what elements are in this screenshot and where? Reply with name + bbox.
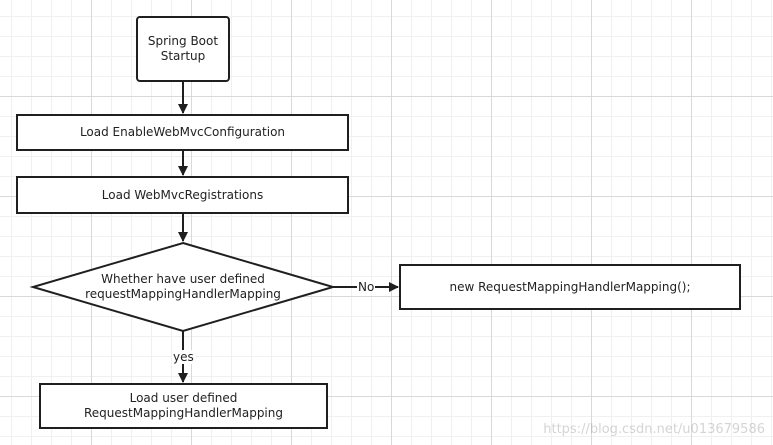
process-new-requestmappinghandlermapping: new RequestMappingHandlerMapping(); [399, 264, 741, 310]
process-label-line2: RequestMappingHandlerMapping [84, 406, 283, 420]
process-label-line1: Load user defined [129, 391, 238, 405]
decision-line1: Whether have user defined [101, 272, 265, 286]
start-node-line2: Startup [160, 49, 206, 63]
start-node-line1: Spring Boot [147, 34, 219, 48]
edge-label-yes: yes [172, 350, 195, 364]
edge-label-no: No [357, 280, 376, 294]
process-load-user-defined-mapping: Load user defined RequestMappingHandlerM… [39, 383, 328, 429]
watermark-url: https://blog.csdn.net/u013679586 [543, 422, 765, 437]
decision-label: Whether have user defined requestMapping… [58, 272, 308, 302]
process-label: new RequestMappingHandlerMapping(); [449, 279, 691, 294]
process-label: Load EnableWebMvcConfiguration [79, 125, 286, 139]
start-node: Spring Boot Startup [136, 16, 230, 82]
decision-line2: requestMappingHandlerMapping [85, 287, 281, 301]
process-label: Load WebMvcRegistrations [101, 187, 264, 202]
process-load-enablewebmvcconfiguration: Load EnableWebMvcConfiguration [16, 114, 349, 151]
process-load-webmvcregistrations: Load WebMvcRegistrations [16, 176, 349, 214]
